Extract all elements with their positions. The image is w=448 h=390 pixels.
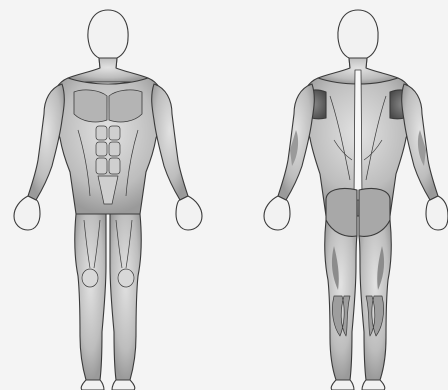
back-figure — [264, 10, 448, 390]
back-right-hand — [426, 196, 448, 230]
front-right-leg — [110, 214, 141, 380]
front-right-arm — [152, 84, 188, 200]
front-left-foot — [81, 380, 104, 390]
back-left-hand — [264, 196, 290, 230]
front-right-foot — [112, 380, 135, 390]
back-calves — [332, 296, 383, 336]
front-left-arm — [28, 84, 64, 200]
back-left-foot — [331, 380, 354, 390]
back-spine — [354, 70, 362, 200]
front-left-leg — [75, 214, 106, 380]
front-figure — [14, 10, 202, 390]
front-neck — [68, 58, 148, 82]
front-left-knee — [82, 269, 98, 287]
front-right-hand — [176, 196, 202, 230]
back-right-foot — [362, 380, 385, 390]
front-right-knee — [118, 269, 134, 287]
front-left-hand — [14, 196, 40, 230]
